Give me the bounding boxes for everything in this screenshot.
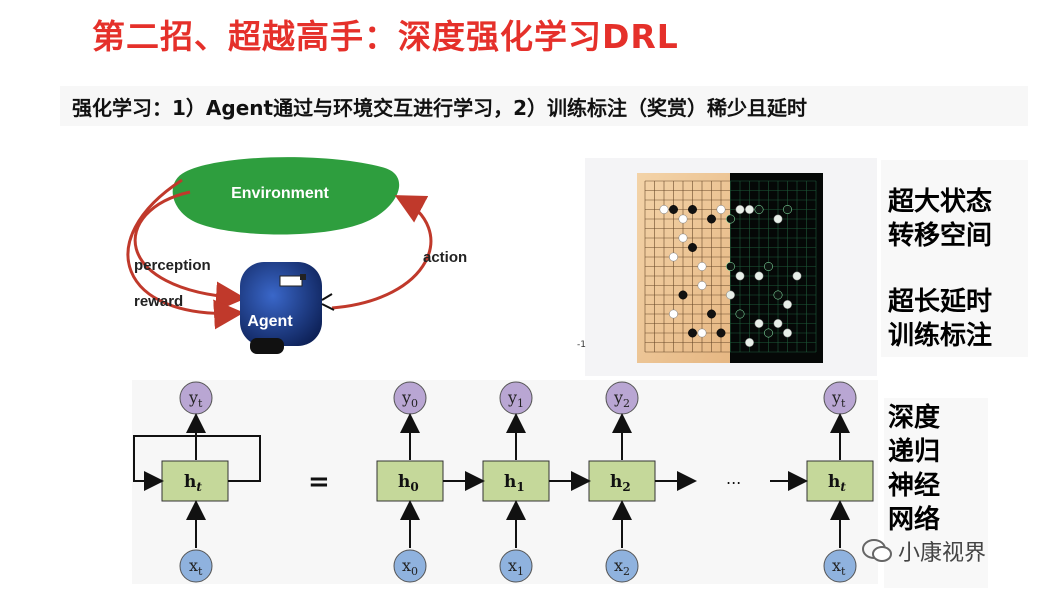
- subtitle-banner: [60, 86, 1028, 126]
- rnn-folded: yt ht xt: [133, 381, 261, 583]
- watermark-text: 小康视界: [898, 541, 987, 566]
- label-rnn-2: 递归: [888, 437, 941, 467]
- environment-label: Environment: [231, 185, 329, 202]
- agent-label: Agent: [247, 313, 293, 330]
- perception-label: perception: [134, 257, 211, 274]
- action-arrow: [331, 195, 433, 310]
- svg-text:h0: h0: [398, 472, 419, 494]
- label-rnn-3: 神经: [888, 471, 941, 501]
- svg-text:xt: xt: [832, 556, 846, 578]
- x-node: [605, 549, 639, 583]
- svg-text:x2: x2: [614, 556, 630, 578]
- svg-text:ht: ht: [184, 472, 202, 494]
- h-box: [588, 460, 656, 502]
- perception-arrow: [133, 190, 246, 312]
- h-box: [161, 460, 229, 502]
- svg-text:yt: yt: [188, 388, 203, 410]
- wechat-icon: [862, 539, 892, 562]
- svg-text:ht: ht: [828, 472, 846, 494]
- svg-text:y1: y1: [507, 388, 524, 410]
- equals-sign: =: [308, 467, 330, 497]
- x-node: [179, 549, 213, 583]
- go-board-image: [637, 173, 823, 363]
- svg-text:h2: h2: [610, 472, 631, 494]
- environment-blob: [172, 157, 400, 235]
- rnn-step-3: yt ht xt: [806, 381, 874, 583]
- reward-arrow: [126, 178, 244, 330]
- x-node: [499, 549, 533, 583]
- slide-title: 第二招、超越高手：深度强化学习DRL: [92, 17, 679, 56]
- svg-text:x1: x1: [508, 556, 524, 578]
- svg-text:yt: yt: [831, 388, 846, 410]
- agent-robot-icon: [240, 262, 335, 354]
- rnn-step-2: y2 h2 x2: [588, 381, 656, 583]
- label-rnn-1: 深度: [888, 403, 941, 433]
- svg-text:y2: y2: [613, 388, 630, 410]
- go-challenge-labels: [881, 160, 1028, 357]
- rnn-step-1: y1 h1 x1: [482, 381, 550, 583]
- ellipsis: ...: [726, 469, 741, 488]
- label-state-space-1: 超大状态: [888, 187, 993, 217]
- svg-text:x0: x0: [402, 556, 418, 578]
- label-state-space-2: 转移空间: [888, 221, 993, 251]
- rl-loop-diagram: Environment perception reward action Age…: [126, 157, 467, 354]
- panel-mark: -1: [577, 340, 586, 350]
- label-delay-1: 超长延时: [888, 287, 993, 317]
- label-rnn-4: 网络: [888, 505, 941, 535]
- watermark: 小康视界: [862, 534, 1032, 568]
- svg-text:xt: xt: [189, 556, 203, 578]
- rnn-step-0: y0 h0 x0: [376, 381, 444, 583]
- slide-subtitle: 强化学习：1）Agent通过与环境交互进行学习，2）训练标注（奖赏）稀少且延时: [72, 96, 807, 120]
- svg-text:h1: h1: [504, 472, 525, 494]
- x-node: [823, 549, 857, 583]
- h-box: [376, 460, 444, 502]
- label-delay-2: 训练标注: [888, 321, 993, 351]
- rnn-labels: [884, 398, 988, 588]
- reward-label: reward: [134, 293, 183, 310]
- x-node: [393, 549, 427, 583]
- action-label: action: [423, 249, 467, 266]
- svg-text:y0: y0: [401, 388, 418, 410]
- rnn-diagram: yt ht xt = y0 h0 x0 y1 h1 x1 y2 h2 x2 yt ht xt ...: [133, 381, 874, 583]
